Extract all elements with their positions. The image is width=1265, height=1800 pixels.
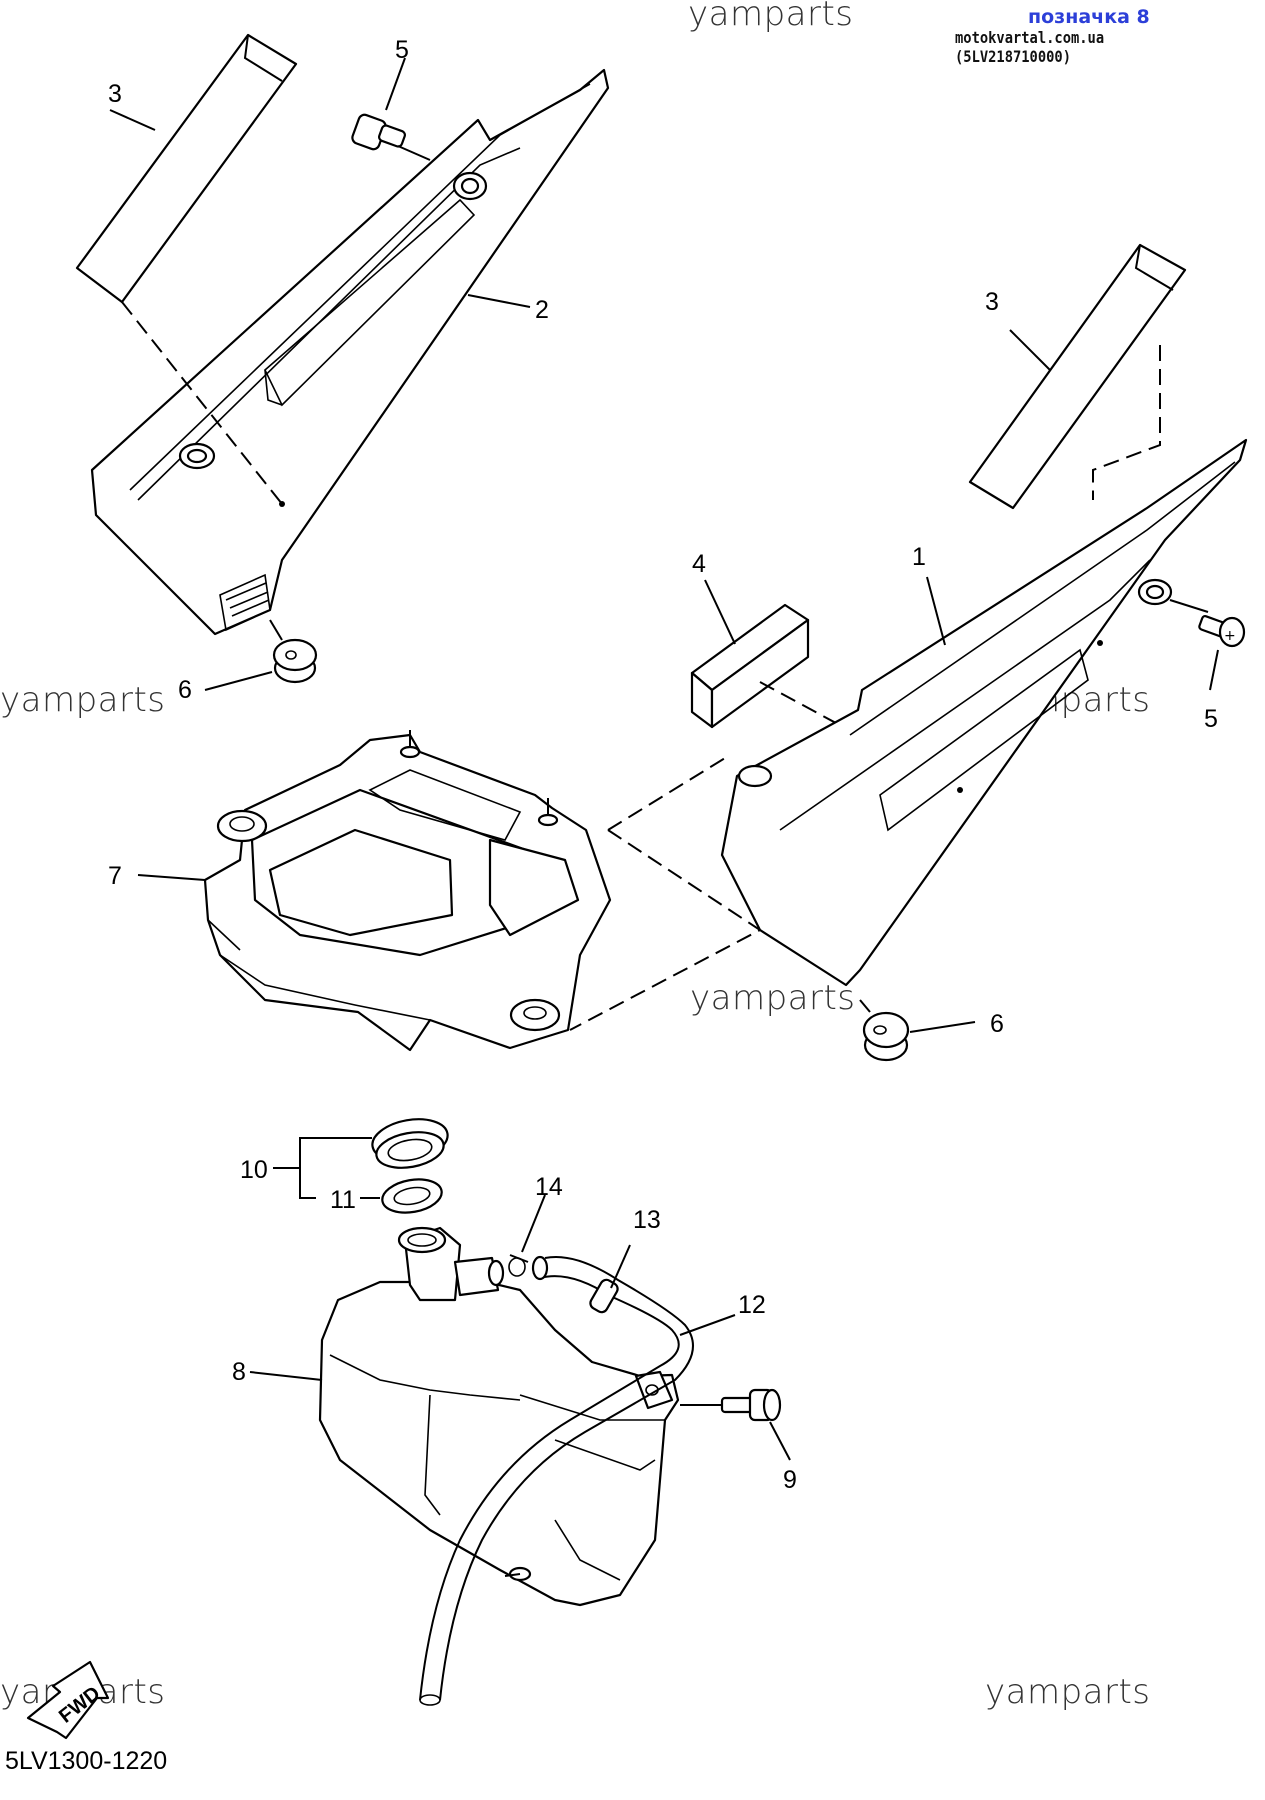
- fwd-arrow-icon: FWD: [26, 1660, 110, 1740]
- clip-part-14: [508, 1254, 529, 1277]
- clamp-part-13: [589, 1278, 619, 1314]
- callout-4: 4: [692, 550, 706, 578]
- callout-11: 11: [330, 1186, 356, 1214]
- callout-6-right: 6: [990, 1010, 1004, 1038]
- callout-8: 8: [232, 1358, 246, 1386]
- tray-part-7: [203, 730, 612, 1052]
- grommet-part-6-left: [272, 638, 318, 684]
- pad-part-3-right: [968, 243, 1187, 510]
- watermark: yamparts: [688, 0, 854, 34]
- screw-part-5-right: +: [1198, 615, 1246, 648]
- callout-12: 12: [738, 1291, 766, 1319]
- callout-1: 1: [912, 543, 926, 571]
- pad-part-3-left: [75, 33, 298, 304]
- gasket-part-11: [381, 1178, 443, 1214]
- watermark: yamparts: [0, 680, 166, 720]
- watermark: yamparts: [985, 1672, 1151, 1712]
- tank-part-8: [318, 1226, 680, 1607]
- watermark: yamparts: [690, 978, 856, 1018]
- bolt-part-9: [720, 1388, 782, 1422]
- side-cover-part-2: [90, 68, 610, 636]
- callout-6-left: 6: [178, 676, 192, 704]
- callout-10: 10: [240, 1156, 268, 1184]
- callout-5-right: 5: [1204, 705, 1218, 733]
- callout-3-right: 3: [985, 288, 999, 316]
- grommet-part-6-right: [862, 1011, 910, 1062]
- pad-part-4: [690, 603, 810, 729]
- callout-13: 13: [633, 1206, 661, 1234]
- callout-3-left: 3: [108, 80, 122, 108]
- callout-7: 7: [108, 862, 122, 890]
- callout-9: 9: [783, 1466, 797, 1494]
- side-cover-part-1: [720, 438, 1248, 987]
- callout-5-top: 5: [395, 36, 409, 64]
- callout-2: 2: [535, 296, 549, 324]
- source-caption: motokvartal.com.ua (5LV218710000): [955, 28, 1105, 66]
- diagram-code: 5LV1300-1220: [5, 1747, 168, 1775]
- page-title: позначка 8: [1028, 6, 1150, 28]
- bolt-part-5-top: [351, 113, 406, 151]
- svg-text:+: +: [1224, 628, 1236, 644]
- callout-14: 14: [535, 1173, 563, 1201]
- cap-part-10: [371, 1118, 449, 1169]
